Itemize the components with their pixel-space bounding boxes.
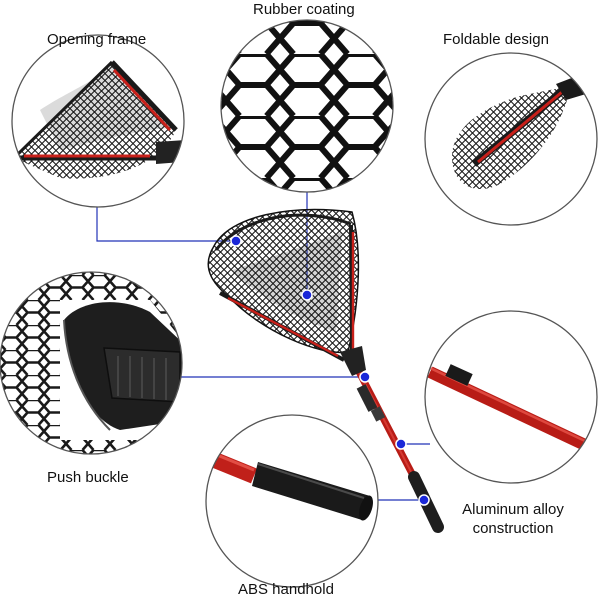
label-aluminum-line2: construction	[472, 520, 554, 537]
label-push-buckle: Push buckle	[47, 469, 129, 486]
label-aluminum-alloy: Aluminum alloy construction	[459, 500, 567, 538]
detail-rubber-coating	[220, 19, 394, 193]
detail-abs-handhold	[205, 414, 379, 588]
callout-dots	[230, 235, 430, 506]
label-aluminum-line1: Aluminum alloy	[462, 501, 564, 518]
label-opening-frame: Opening frame	[47, 31, 147, 48]
detail-push-buckle	[0, 271, 183, 455]
callout-dot-icon	[301, 289, 313, 301]
label-abs-handhold: ABS handhold	[238, 581, 334, 598]
label-foldable-design: Foldable design	[443, 31, 549, 48]
callout-dot-icon	[230, 235, 242, 247]
detail-opening-frame	[11, 34, 185, 208]
leader-opening-frame	[96, 207, 236, 242]
callout-dot-icon	[395, 438, 407, 450]
detail-foldable-design	[424, 52, 598, 226]
callout-dot-icon	[359, 371, 371, 383]
detail-aluminum-alloy	[424, 310, 598, 484]
lock-joint	[356, 384, 378, 412]
label-rubber-coating: Rubber coating	[253, 1, 355, 18]
callout-dot-icon	[418, 494, 430, 506]
frame-hub	[340, 346, 366, 376]
frame-top	[214, 213, 352, 251]
